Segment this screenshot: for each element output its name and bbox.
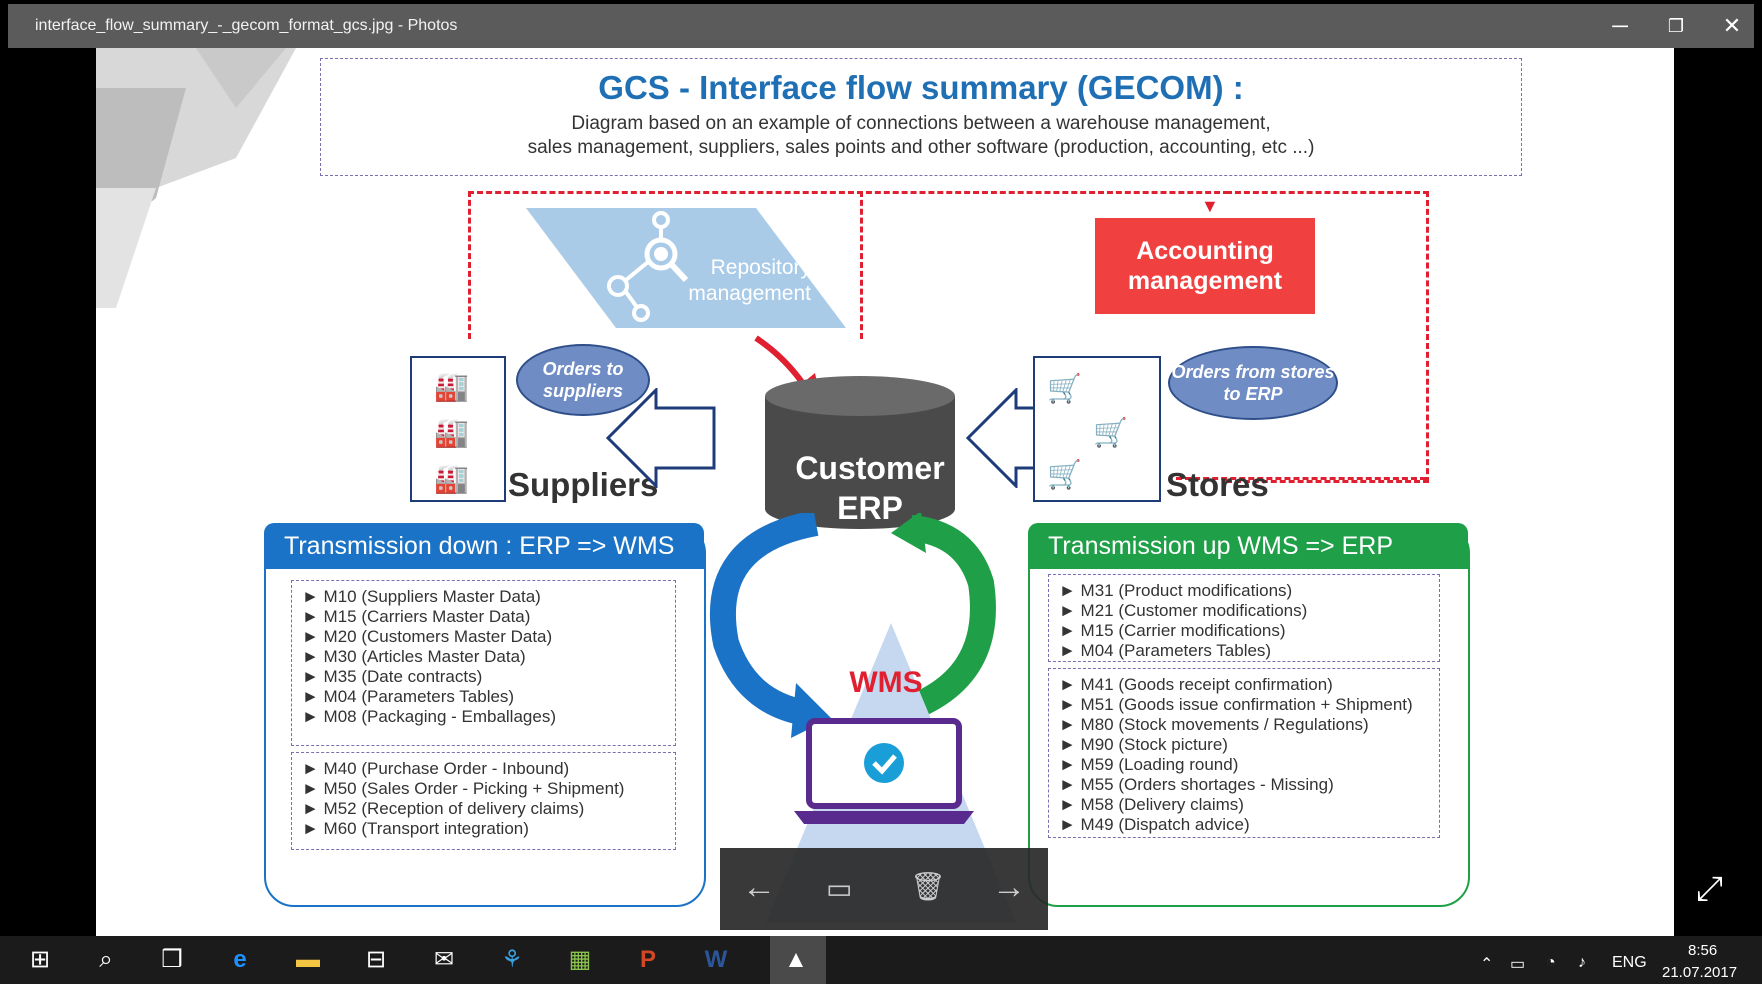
store-icon[interactable]: ⊟: [365, 946, 387, 973]
clock-date[interactable]: 21.07.2017: [1662, 964, 1738, 981]
transmission-up-list-2: ► M41 (Goods receipt confirmation) ► M51…: [1048, 668, 1440, 838]
erp-database-icon: [765, 376, 955, 529]
list-item: ► M51 (Goods issue confirmation + Shipme…: [1059, 695, 1413, 714]
list-item: ► M55 (Orders shortages - Missing): [1059, 775, 1334, 794]
list-item: ► M20 (Customers Master Data): [302, 627, 553, 646]
top-dashed-connector: [857, 191, 1229, 194]
list-item: ► M30 (Articles Master Data): [302, 647, 526, 666]
previous-arrow-icon[interactable]: ←: [742, 868, 776, 906]
list-item: ► M10 (Suppliers Master Data): [302, 587, 541, 606]
viewer-controls: ← ▭ 🗑 →: [720, 848, 1048, 930]
project-icon[interactable]: ▦: [568, 946, 592, 973]
task-view-icon[interactable]: ❒: [161, 946, 183, 973]
list-item: ► M52 (Reception of delivery claims): [302, 799, 585, 818]
accounting-down-arrow-icon: ▼: [1201, 196, 1219, 216]
list-item: ► M08 (Packaging - Emballages): [302, 707, 556, 726]
hexagon-background: [96, 48, 296, 308]
suppliers-label: Suppliers: [508, 466, 659, 503]
list-item: ► M31 (Product modifications): [1059, 581, 1293, 600]
list-item: ► M59 (Loading round): [1059, 755, 1239, 774]
page-title: GCS - Interface flow summary (GECOM) :: [598, 69, 1244, 106]
repository-label-line-1: Repository: [710, 256, 811, 279]
taskbar: [0, 936, 1762, 984]
battery-icon[interactable]: ▭: [1510, 956, 1526, 973]
list-item: ► M80 (Stock movements / Regulations): [1059, 715, 1369, 734]
list-item: ► M15 (Carriers Master Data): [302, 607, 531, 626]
factory-icon: 🏭: [434, 463, 469, 494]
orders-to-suppliers-bubble: Orders to suppliers: [516, 344, 650, 416]
erp-label: Customer ERP: [780, 448, 960, 528]
suppliers-dashed-connector: [468, 191, 863, 339]
file-explorer-icon[interactable]: ▬: [296, 946, 320, 973]
list-item: ► M41 (Goods receipt confirmation): [1059, 675, 1333, 694]
app-icon[interactable]: ⚘: [501, 946, 523, 973]
list-item: ► M21 (Customer modifications): [1059, 601, 1308, 620]
list-item: ► M50 (Sales Order - Picking + Shipment): [302, 779, 625, 798]
diagram-image: GCS - Interface flow summary (GECOM) : D…: [96, 48, 1674, 936]
stores-dashed-connector-right: [1226, 191, 1429, 483]
laptop-check-icon: [794, 718, 974, 824]
volume-icon[interactable]: ♪: [1578, 954, 1586, 971]
show-hidden-icons-icon[interactable]: ⌃: [1480, 956, 1494, 973]
repository-parallelogram: [526, 208, 846, 328]
list-item: ► M15 (Carrier modifications): [1059, 621, 1286, 640]
taskbar-active-indicator: [770, 936, 826, 984]
wifi-icon[interactable]: ◔: [1546, 954, 1556, 971]
shopping-cart-icon: 🛒: [1047, 459, 1082, 490]
transmission-up-list-1: ► M31 (Product modifications) ► M21 (Cus…: [1048, 574, 1440, 662]
mail-icon[interactable]: ✉: [433, 946, 455, 973]
close-button[interactable]: ✕: [1722, 13, 1742, 38]
minimize-button[interactable]: ─: [1612, 13, 1628, 38]
flow-cycle-arrows-icon: [709, 513, 996, 738]
stores-label: Stores: [1166, 466, 1269, 503]
suppliers-box: 🏭 🏭 🏭: [410, 356, 506, 502]
restore-button[interactable]: ❐: [1667, 16, 1685, 36]
factory-icon: 🏭: [434, 417, 469, 448]
search-icon[interactable]: ⌕: [99, 946, 113, 973]
list-item: ► M58 (Delivery claims): [1059, 795, 1244, 814]
transmission-down-header: Transmission down : ERP => WMS: [264, 523, 704, 569]
list-item: ► M40 (Purchase Order - Inbound): [302, 759, 570, 778]
clock-time[interactable]: 8:56: [1688, 942, 1718, 959]
subtitle-line-2: sales management, suppliers, sales point…: [527, 137, 1315, 158]
factory-icon: 🏭: [434, 371, 469, 402]
header-box: GCS - Interface flow summary (GECOM) : D…: [320, 58, 1522, 176]
repository-label-line-2: management: [688, 282, 811, 305]
window-titlebar: interface_flow_summary_-_gecom_format_gc…: [8, 4, 1754, 48]
powerpoint-icon[interactable]: P: [639, 946, 656, 973]
word-icon[interactable]: W: [704, 946, 728, 973]
accounting-management-box: Accounting management: [1095, 218, 1315, 314]
list-item: ► M60 (Transport integration): [302, 819, 529, 838]
photos-icon[interactable]: ▲: [784, 946, 808, 973]
delete-icon[interactable]: 🗑: [910, 871, 946, 902]
language-indicator[interactable]: ENG: [1612, 954, 1647, 971]
erp-label-line-1: Customer: [795, 450, 945, 486]
fullscreen-expand-icon[interactable]: ⤢: [1696, 870, 1724, 908]
transmission-down-list-1: ► M10 (Suppliers Master Data) ► M15 (Car…: [291, 580, 676, 746]
list-item: ► M90 (Stock picture): [1059, 735, 1228, 754]
arrow-to-suppliers-icon: [606, 388, 716, 488]
list-item: ► M49 (Dispatch advice): [1059, 815, 1250, 834]
list-item: ► M04 (Parameters Tables): [302, 687, 515, 706]
shopping-cart-icon: 🛒: [1093, 417, 1128, 448]
windows-start-icon[interactable]: ⊞: [29, 946, 51, 973]
next-arrow-icon[interactable]: →: [992, 868, 1026, 906]
stores-dashed-connector-bottom: [1176, 477, 1426, 480]
wms-label: WMS: [849, 666, 923, 699]
list-item: ► M04 (Parameters Tables): [1059, 641, 1272, 660]
shopping-cart-icon: 🛒: [1047, 373, 1082, 404]
stores-box: 🛒 🛒 🛒: [1033, 356, 1161, 502]
window-title: interface_flow_summary_-_gecom_format_gc…: [35, 17, 458, 34]
edge-icon[interactable]: e: [233, 946, 247, 973]
transmission-up-header: Transmission up WMS => ERP: [1028, 523, 1468, 569]
slideshow-icon[interactable]: ▭: [826, 873, 853, 904]
erp-label-line-2: ERP: [837, 490, 903, 526]
subtitle-line-1: Diagram based on an example of connectio…: [571, 113, 1271, 134]
orders-from-stores-bubble: Orders from stores to ERP: [1168, 346, 1338, 420]
list-item: ► M35 (Date contracts): [302, 667, 483, 686]
transmission-down-list-2: ► M40 (Purchase Order - Inbound) ► M50 (…: [291, 752, 676, 850]
